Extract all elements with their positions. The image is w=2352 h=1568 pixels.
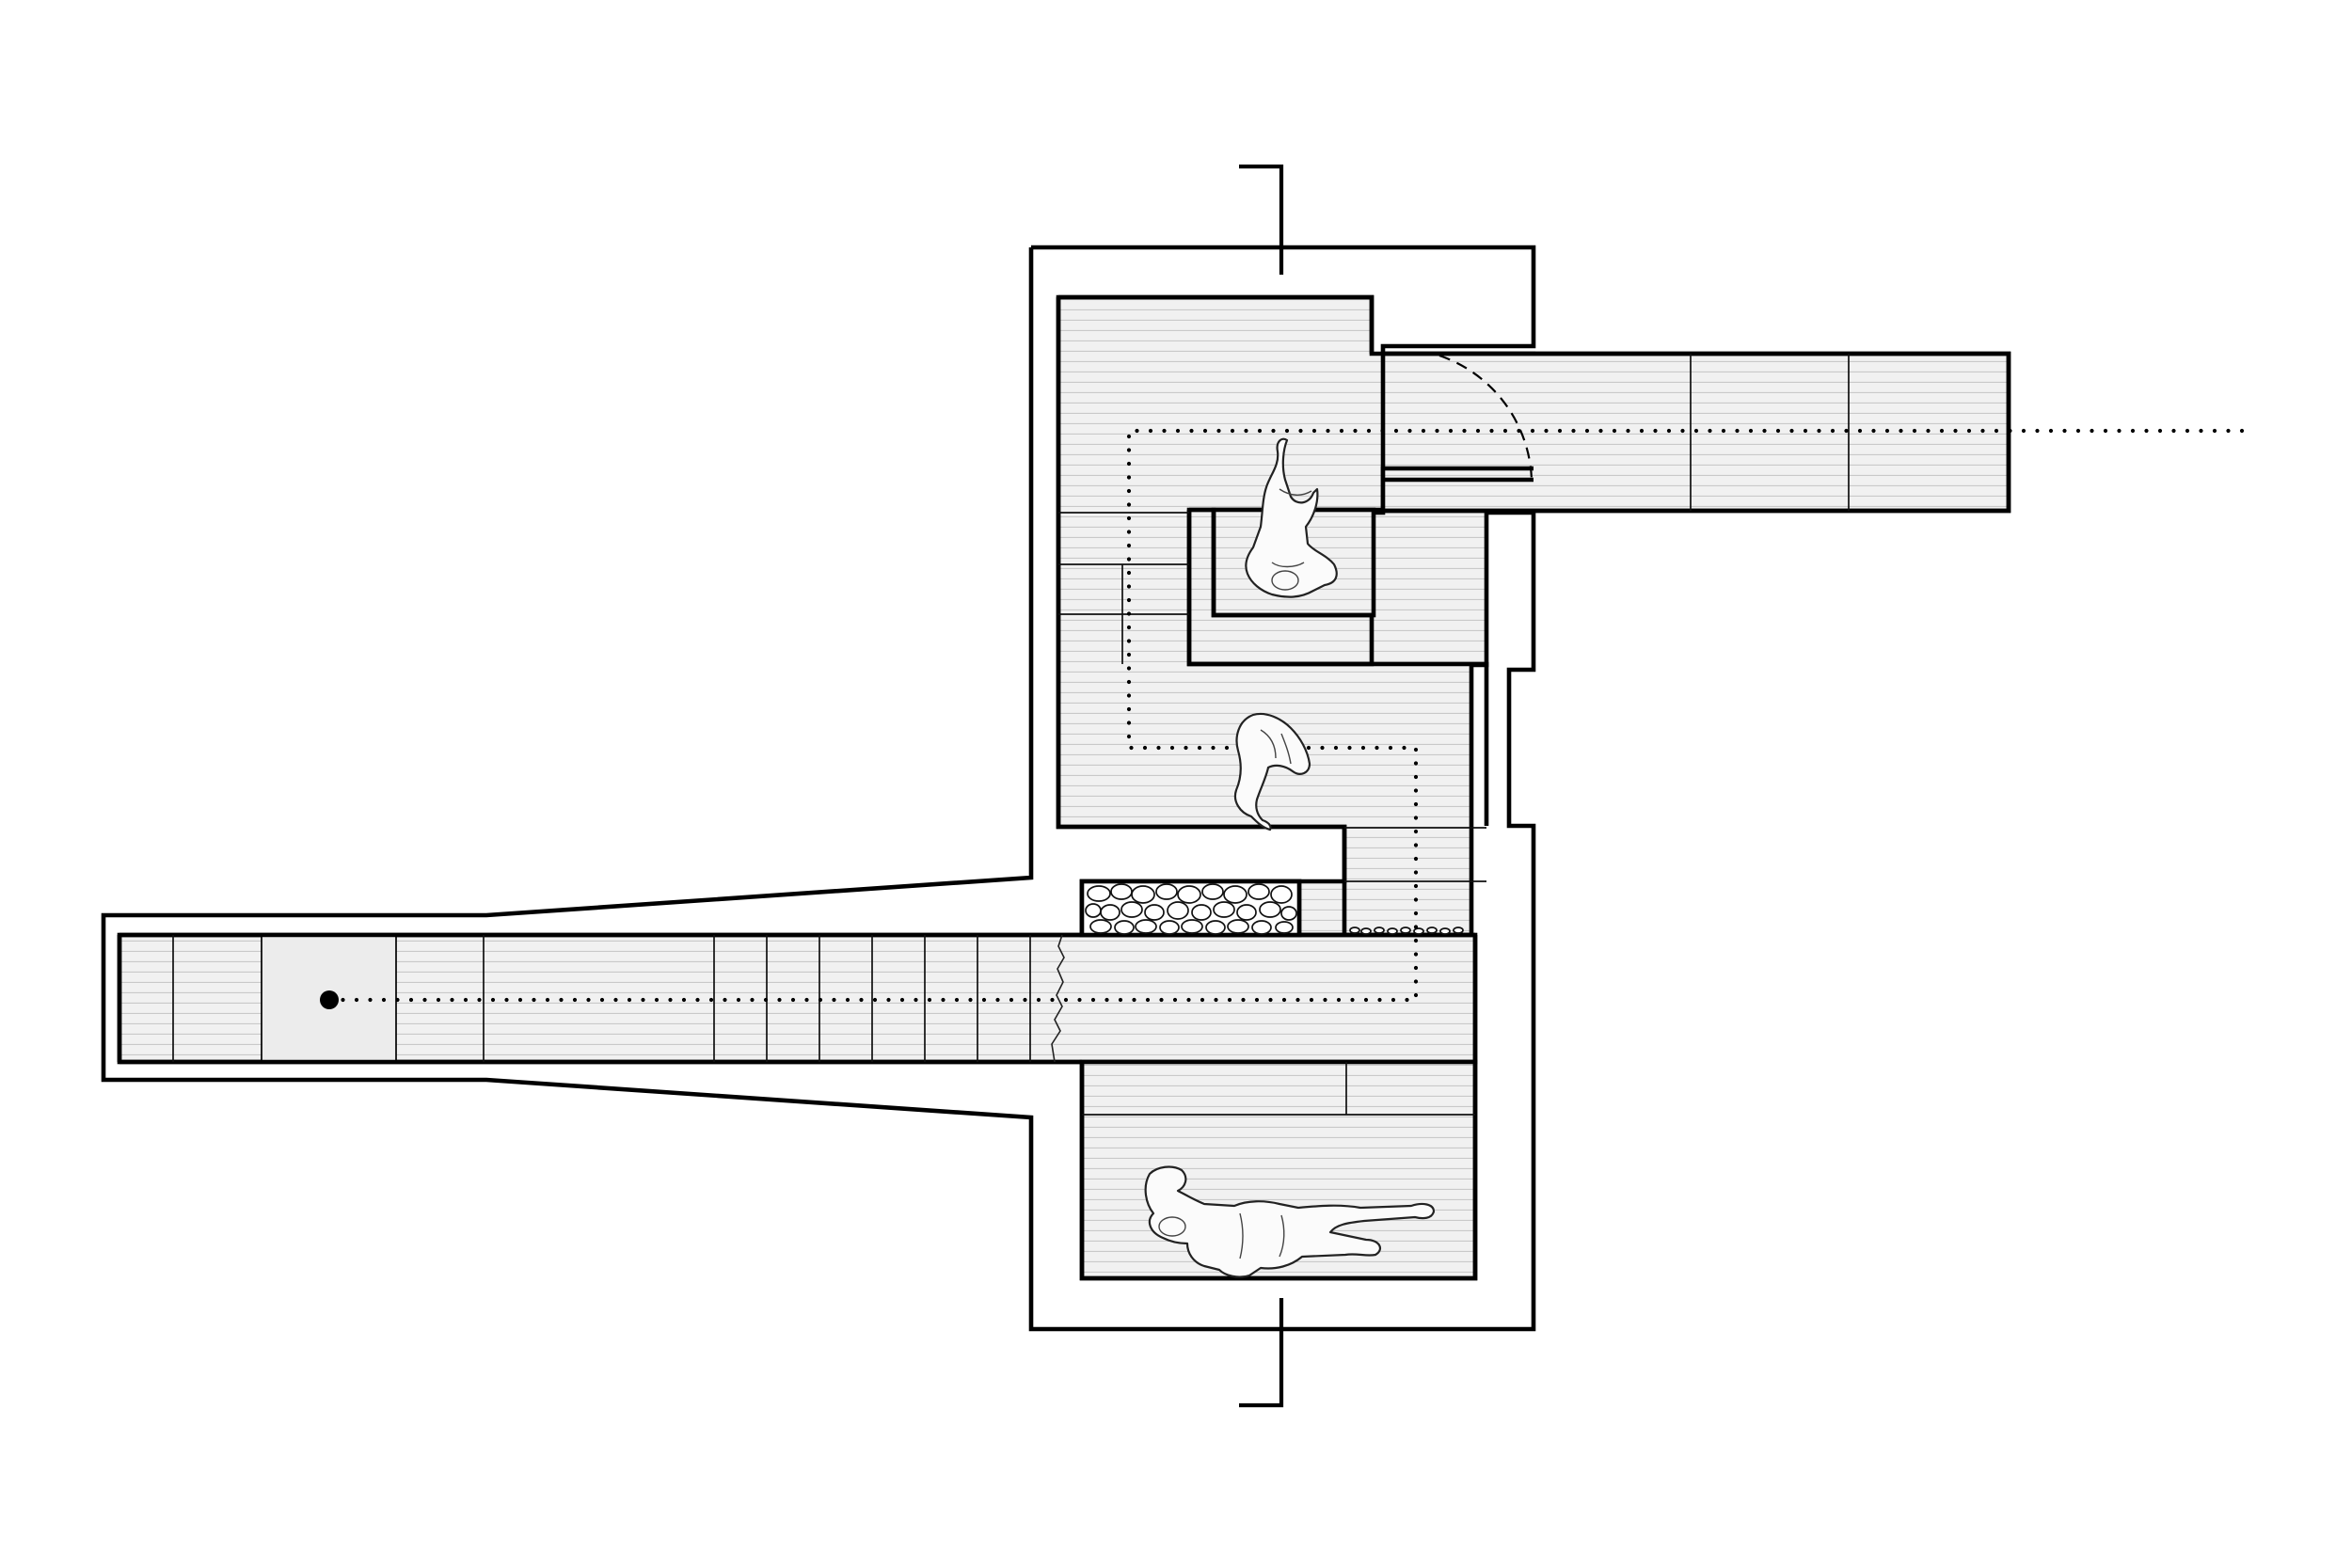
door-swing-arc xyxy=(1438,354,1534,481)
figure-lying xyxy=(1144,1165,1436,1278)
figure-crouching xyxy=(1233,712,1311,832)
outer-walls xyxy=(101,245,1536,1332)
crack-line xyxy=(1051,934,1065,1063)
section-marker-bottom xyxy=(1239,1298,1284,1408)
inner-walls xyxy=(117,294,2011,1281)
start-point xyxy=(320,990,339,1009)
floor-seams xyxy=(172,354,1850,1116)
gravel-strip xyxy=(1349,927,1464,935)
figure-sitting xyxy=(1245,437,1338,598)
section-marker-top xyxy=(1239,164,1284,275)
floor-areas xyxy=(117,294,2011,1281)
pebble-bed xyxy=(1079,879,1302,938)
